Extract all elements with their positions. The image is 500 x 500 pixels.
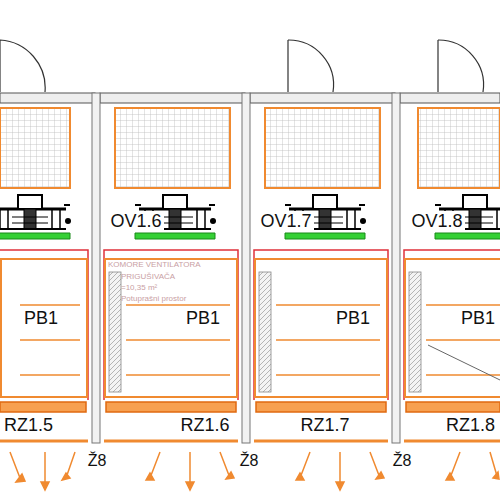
faint-note: KOMORE VENTILATORA (108, 260, 201, 269)
damper-tag: RZ1.6 (178, 415, 231, 436)
fan-tag: OV1.8 (409, 211, 464, 232)
chamber-label: PB1 (461, 308, 495, 329)
silencer-box: PB1 (404, 258, 500, 398)
faint-note: Potuprašni prostor (121, 294, 186, 303)
damper-tag: RZ1.8 (444, 415, 497, 436)
fan-tag: OV1.6 (108, 211, 163, 232)
damper-tag: RZ1.5 (2, 415, 55, 436)
grille-tag: Ž8 (391, 452, 414, 470)
faint-note: PRIGUŠIVAČA (121, 272, 175, 281)
silencer-box: PB1 (254, 258, 388, 398)
damper-tag: RZ1.7 (298, 415, 351, 436)
grille-tag: Ž8 (86, 452, 109, 470)
fan-tag: OV1.7 (258, 211, 313, 232)
chamber-label: PB1 (186, 308, 220, 329)
grille-tag: Ž8 (238, 452, 261, 470)
silencer-box: PB1 (0, 258, 88, 398)
chamber-label: PB1 (336, 308, 370, 329)
chamber-label: PB1 (24, 308, 58, 329)
faint-note: =10,35 m² (121, 283, 157, 292)
